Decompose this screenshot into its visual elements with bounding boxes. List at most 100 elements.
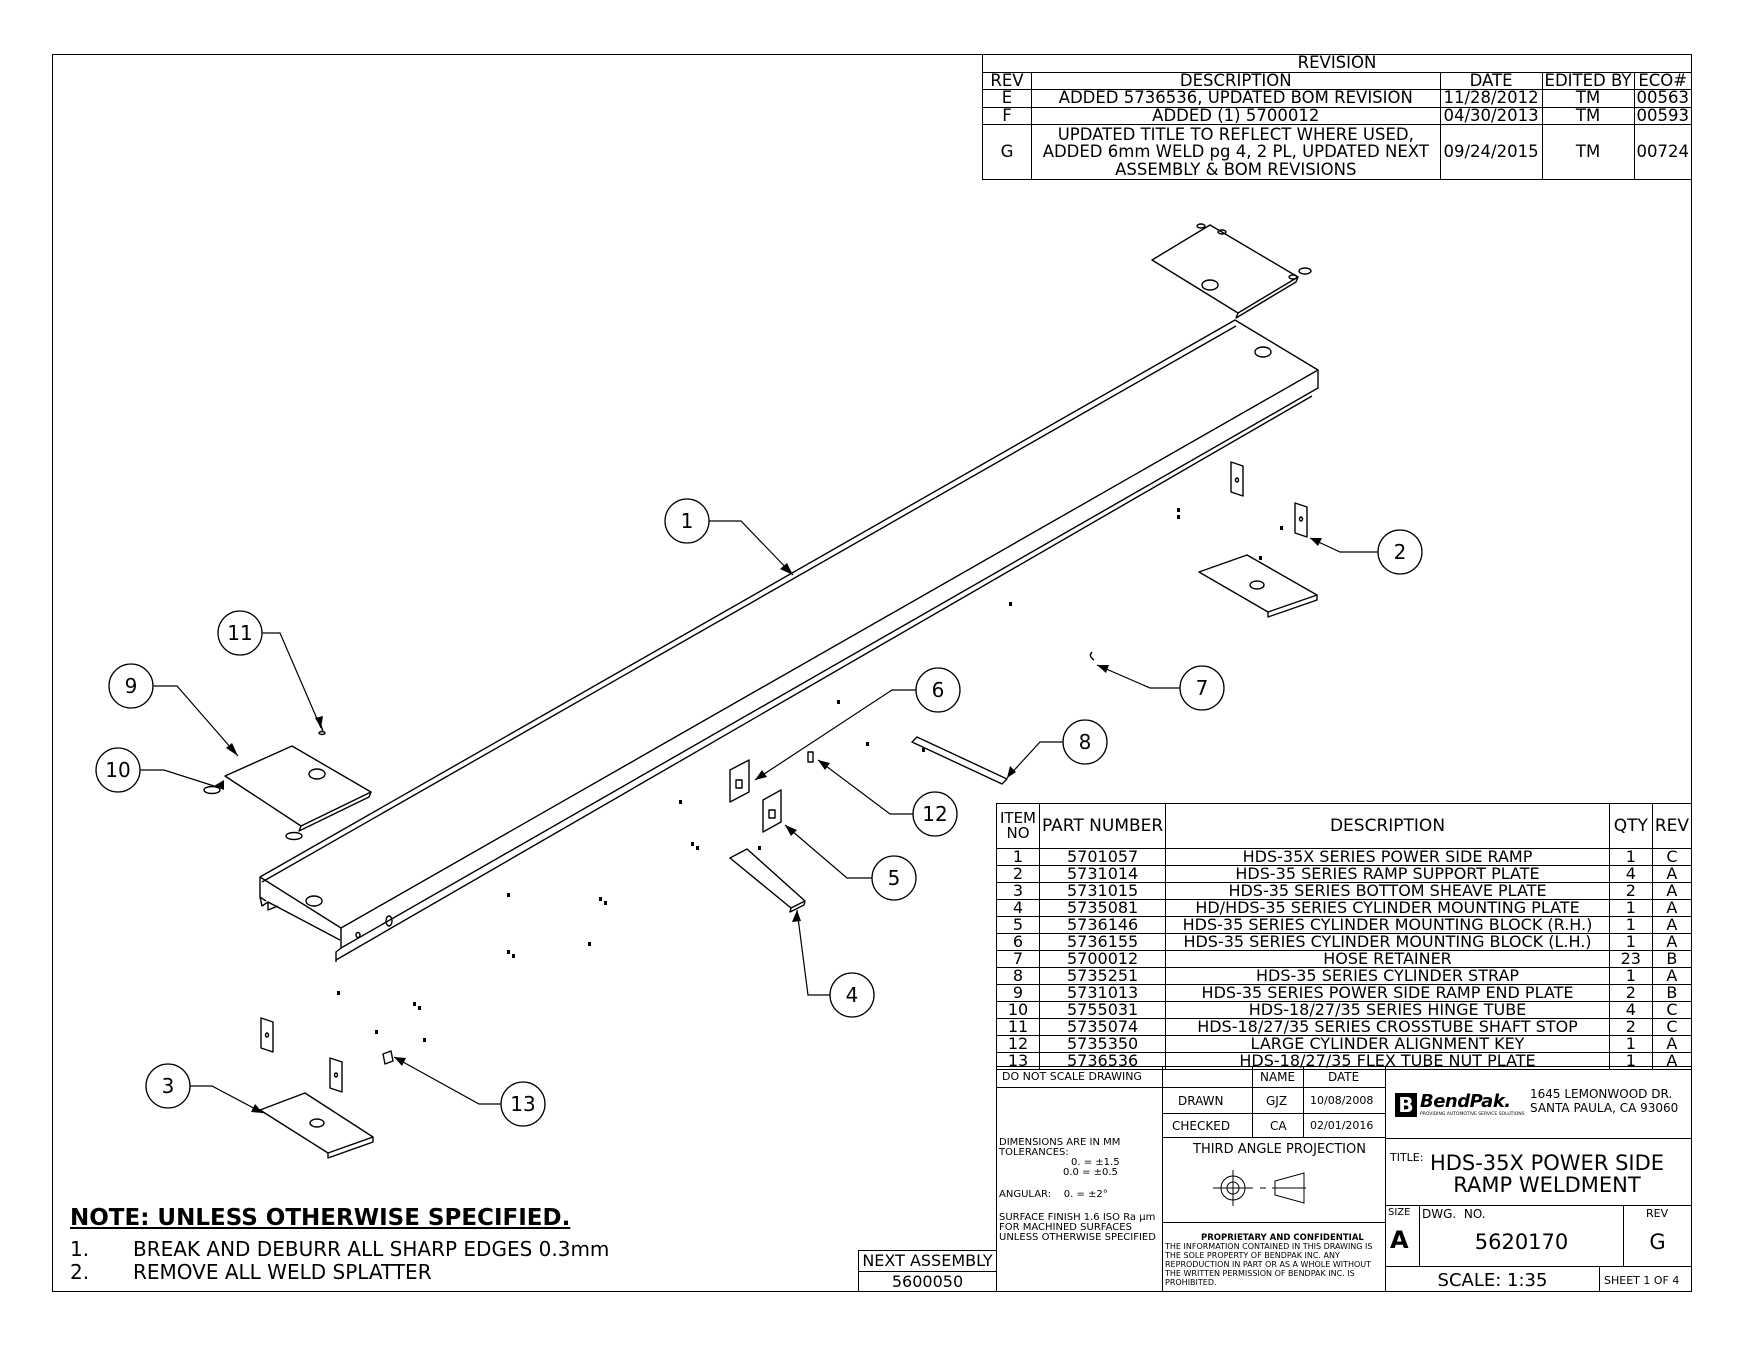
proprietary-line-4: THE WRITTEN PERMISSION OF BENDPAK INC. I…	[1165, 1269, 1355, 1278]
rev-header-date: DATE	[1439, 71, 1543, 90]
rev-edited-by: TM	[1541, 106, 1635, 125]
drawn-date: 10/08/2008	[1310, 1094, 1374, 1107]
bom-rev: A	[1651, 865, 1693, 883]
tolerance-1: 0. = ±1.5	[1071, 1157, 1120, 1168]
drawing-number: 5620170	[1474, 1230, 1569, 1254]
left-end-plate-part	[203, 721, 372, 841]
balloon-6: 6	[915, 667, 961, 713]
proprietary-line-1: THE INFORMATION CONTAINED IN THIS DRAWIN…	[1165, 1242, 1373, 1251]
note-number: 2.	[70, 1260, 90, 1284]
bom-item-no: 2	[996, 865, 1040, 883]
angular-tolerance: ANGULAR: 0. = ±2°	[999, 1189, 1108, 1200]
rev-header-description: DESCRIPTION	[1031, 71, 1441, 90]
bendpak-logo-icon: B	[1395, 1093, 1417, 1117]
bom-part-number: 5736155	[1038, 933, 1167, 951]
sheet-number: SHEET 1 OF 4	[1604, 1274, 1680, 1287]
bom-description: HDS-35 SERIES CYLINDER MOUNTING BLOCK (L…	[1165, 933, 1610, 951]
bom-header-rev: REV	[1651, 803, 1693, 849]
sheet-size: A	[1390, 1226, 1409, 1254]
company-address-1: 1645 LEMONWOOD DR.	[1530, 1087, 1673, 1101]
rev-eco: 00593	[1633, 106, 1692, 125]
svg-text:8: 8	[1079, 730, 1092, 754]
rev-letter: E	[982, 89, 1032, 108]
bom-qty: 2	[1608, 882, 1653, 900]
bottom-sheave-plates-part	[259, 1017, 374, 1159]
alignment-key-part	[807, 751, 814, 763]
bom-item-no: 1	[996, 848, 1040, 866]
ramp-channel-part	[259, 319, 1319, 962]
leader-lines	[140, 520, 1378, 1114]
svg-text:6: 6	[932, 678, 945, 702]
title-label: TITLE:	[1390, 1151, 1424, 1164]
bom-rev: C	[1651, 1001, 1693, 1019]
bom-item-no: 4	[996, 899, 1040, 917]
mounting-block-lh-part	[729, 759, 750, 803]
rev-date: 04/30/2013	[1439, 106, 1543, 125]
rev-edited-by: TM	[1541, 89, 1635, 108]
svg-text:4: 4	[846, 983, 859, 1007]
next-assembly-label: NEXT ASSEMBLY	[862, 1251, 993, 1270]
bom-description: HDS-35 SERIES RAMP SUPPORT PLATE	[1165, 865, 1610, 883]
bom-description: HDS-35X SERIES POWER SIDE RAMP	[1165, 848, 1610, 866]
rev-date: 09/24/2015	[1439, 124, 1543, 180]
bom-qty: 1	[1608, 899, 1653, 917]
balloon-1: 1	[664, 498, 710, 544]
bom-header-description: DESCRIPTION	[1165, 803, 1610, 849]
svg-text:10: 10	[105, 758, 130, 782]
balloon-7: 7	[1179, 665, 1225, 711]
bom-rev: A	[1651, 933, 1693, 951]
proprietary-line-2: THE SOLE PROPERTY OF BENDPAK INC. ANY	[1165, 1251, 1340, 1260]
bom-rev: A	[1651, 1052, 1693, 1070]
surface-finish-3: UNLESS OTHERWISE SPECIFIED	[999, 1232, 1156, 1243]
svg-text:9: 9	[125, 674, 138, 698]
company-name: BendPak.	[1420, 1091, 1511, 1112]
tolerance-area	[996, 1066, 1163, 1292]
rev-description: UPDATED TITLE TO REFLECT WHERE USED, ADD…	[1031, 124, 1441, 180]
rev-date: 11/28/2012	[1439, 89, 1543, 108]
drawn-label: DRAWN	[1178, 1094, 1224, 1108]
balloon-12: 12	[912, 791, 958, 837]
bom-qty: 1	[1608, 848, 1653, 866]
next-assembly-number: 5600050	[891, 1272, 964, 1291]
checked-date: 02/01/2016	[1310, 1119, 1374, 1132]
balloon-2: 2	[1377, 529, 1423, 575]
bom-rev: B	[1651, 950, 1693, 968]
cylinder-strap-part	[911, 736, 1008, 785]
bom-description: LARGE CYLINDER ALIGNMENT KEY	[1165, 1035, 1610, 1053]
bom-item-no: 11	[996, 1018, 1040, 1036]
rev-description: ADDED 5736536, UPDATED BOM REVISION	[1031, 89, 1441, 108]
do-not-scale-note: DO NOT SCALE DRAWING	[1002, 1070, 1142, 1083]
cylinder-mounting-plate-part	[729, 848, 806, 909]
drawing-scale: SCALE: 1:35	[1437, 1270, 1548, 1291]
date-label: DATE	[1328, 1070, 1360, 1084]
bom-description: HDS-18/27/35 SERIES HINGE TUBE	[1165, 1001, 1610, 1019]
bom-rev: C	[1651, 848, 1693, 866]
note-text: REMOVE ALL WELD SPLATTER	[133, 1260, 432, 1284]
svg-text:1: 1	[681, 509, 694, 533]
rev-edited-by: TM	[1541, 124, 1635, 180]
rev-header-edited-by: EDITED BY	[1541, 71, 1635, 90]
drawn-name: GJZ	[1266, 1094, 1288, 1108]
balloon-13: 13	[500, 1081, 546, 1127]
balloon-3: 3	[145, 1063, 191, 1109]
svg-text:3: 3	[162, 1074, 175, 1098]
nut-plate-part	[382, 1050, 394, 1065]
bom-qty: 1	[1608, 933, 1653, 951]
bom-part-number: 5731013	[1038, 984, 1167, 1002]
drawing-revision: G	[1649, 1230, 1666, 1254]
bom-qty: 23	[1608, 950, 1653, 968]
bom-rev: A	[1651, 882, 1693, 900]
bom-rev: B	[1651, 984, 1693, 1002]
general-notes: NOTE: UNLESS OTHERWISE SPECIFIED.	[70, 1205, 570, 1231]
tolerances-label: TOLERANCES:	[999, 1147, 1069, 1158]
bom-qty: 2	[1608, 1018, 1653, 1036]
bom-rev: A	[1651, 967, 1693, 985]
rev-letter: F	[982, 106, 1032, 125]
bom-item-no: 5	[996, 916, 1040, 934]
ramp-support-plates-part	[1198, 461, 1318, 618]
rev-eco: 00563	[1633, 89, 1692, 108]
bom-header-part-number: PART NUMBER	[1038, 803, 1167, 849]
